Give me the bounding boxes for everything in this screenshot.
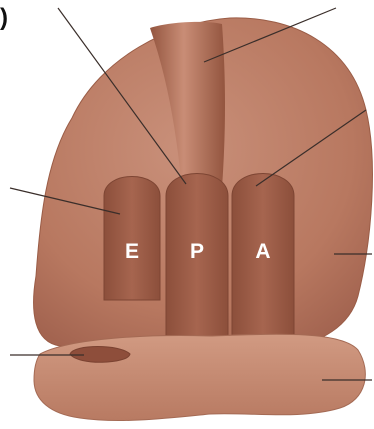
e-site [104,177,160,301]
e-site-label: E [125,240,139,263]
a-site-label: A [255,240,270,263]
p-site-label: P [190,240,204,263]
